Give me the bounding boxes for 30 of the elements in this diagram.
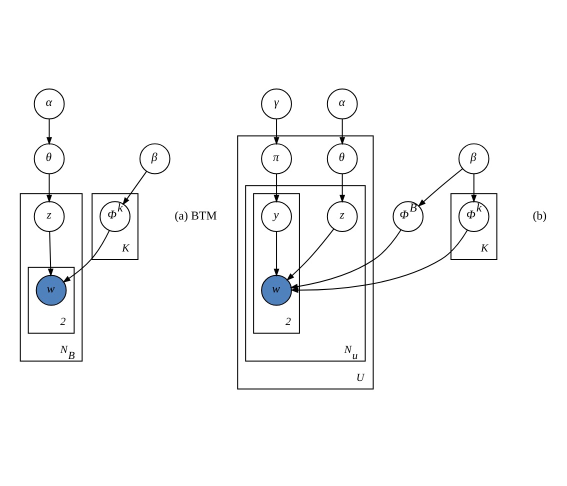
arrow — [62, 230, 110, 283]
node-circle: z — [34, 201, 65, 232]
arrow — [286, 228, 334, 281]
arrow — [122, 170, 148, 206]
node-circle: z — [326, 201, 358, 232]
arrow — [418, 168, 464, 207]
arrow — [46, 118, 52, 146]
node-circle: β — [139, 143, 170, 174]
node-circle: y — [261, 201, 292, 232]
arrow — [471, 173, 477, 203]
node-circle: α — [326, 88, 358, 120]
arrow — [46, 173, 52, 203]
node-circle: β — [458, 143, 490, 174]
label: (b) — [532, 208, 547, 223]
arrow — [274, 173, 280, 203]
node-circle: w — [261, 274, 292, 306]
arrow — [340, 118, 346, 146]
node-circle: w — [36, 274, 67, 306]
arrow — [48, 231, 54, 277]
arrow — [290, 229, 402, 290]
label: (a) BTM — [174, 208, 217, 223]
arrow — [290, 230, 468, 293]
arrow — [340, 173, 346, 203]
node-circle: π — [261, 143, 292, 174]
arrow — [274, 118, 280, 146]
node-circle: θ — [326, 143, 358, 174]
node-circle: γ — [261, 88, 292, 120]
arrow — [274, 231, 280, 277]
node-circle: α — [34, 88, 65, 120]
node-circle: θ — [34, 143, 65, 174]
